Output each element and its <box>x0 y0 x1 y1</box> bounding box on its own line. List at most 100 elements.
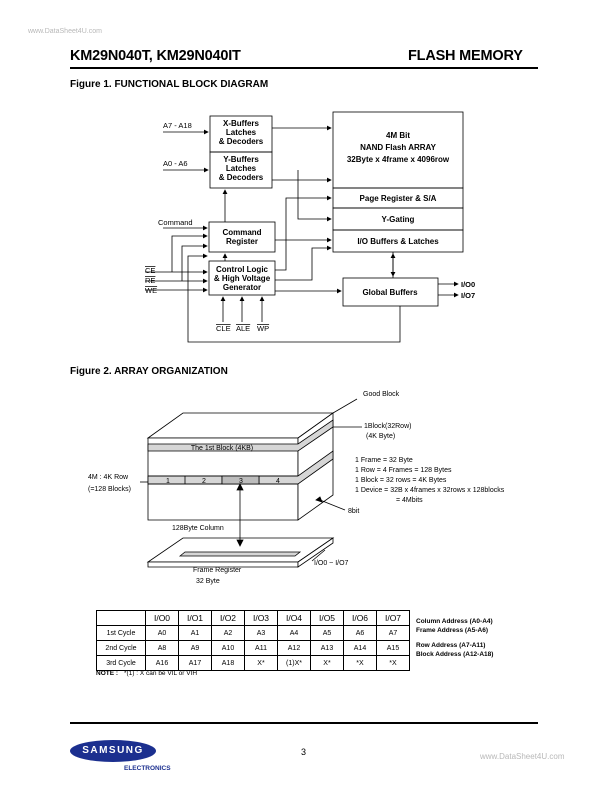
array-organization-diagram: Good Block 1Block(32Row) (4K Byte) The 1… <box>88 391 505 585</box>
y-gating-label: Y-Gating <box>382 215 415 224</box>
array-line2: NAND Flash ARRAY <box>360 143 437 152</box>
table-cell: A4 <box>277 625 311 641</box>
re-signal-label: RE <box>145 276 155 285</box>
table-cell: A2 <box>211 625 245 641</box>
definition-device-total: = 4Mbits <box>396 497 423 504</box>
table-cell: X* <box>310 655 344 671</box>
bits-label: 8bit <box>348 508 359 515</box>
watermark-bottom: www.DataSheet4U.com <box>480 752 565 761</box>
figure1-title: Figure 1. FUNCTIONAL BLOCK DIAGRAM <box>70 79 269 90</box>
x-buffers-line3: & Decoders <box>219 137 264 146</box>
table-cell: *X <box>376 655 410 671</box>
footer-rule <box>70 722 538 724</box>
address-low-label: A0 - A6 <box>163 159 188 168</box>
page-number: 3 <box>301 747 307 757</box>
table-header-cell: I/O2 <box>211 610 245 626</box>
frame-size-label: 32 Byte <box>196 578 220 585</box>
note-label: NOTE : <box>96 670 119 677</box>
table-cell: A18 <box>211 655 245 671</box>
frame-register-label: Frame Register <box>193 567 242 574</box>
table-cell: A5 <box>310 625 344 641</box>
frame-2-label: 2 <box>202 478 206 485</box>
wp-signal-label: WP <box>257 324 269 333</box>
frame-address-label: Frame Address (A5-A6) <box>416 627 489 634</box>
cle-signal-label: CLE <box>216 324 231 333</box>
y-buffers-line2: Latches <box>226 164 257 173</box>
figure2-title: Figure 2. ARRAY ORGANIZATION <box>70 366 228 377</box>
address-high-label: A7 - A18 <box>163 121 192 130</box>
y-buffers-line3: & Decoders <box>219 173 264 182</box>
block-size-label-line1: 1Block(32Row) <box>364 423 411 430</box>
table-cell: A8 <box>145 640 179 656</box>
ale-signal-label: ALE <box>236 324 250 333</box>
control-logic-line2: & High Voltage <box>214 274 271 283</box>
column-label: 128Byte Column <box>172 525 224 532</box>
table-cell: A11 <box>244 640 278 656</box>
table-cell: A3 <box>244 625 278 641</box>
definition-row: 1 Row = 4 Frames = 128 Bytes <box>355 467 452 474</box>
table-header-cell: I/O0 <box>145 610 179 626</box>
electronics-label: ELECTRONICS <box>124 765 171 772</box>
functional-block-diagram: X-Buffers Latches & Decoders Y-Buffers L… <box>145 111 475 343</box>
table-cell: A16 <box>145 655 179 671</box>
y-buffers-line1: Y-Buffers <box>223 155 259 164</box>
table-cell: (1)X* <box>277 655 311 671</box>
table-row: 2nd Cycle A8 A9 A10 A11 A12 A13 A14 A15 <box>96 640 410 656</box>
header-rule <box>70 67 538 69</box>
x-buffers-line2: Latches <box>226 128 257 137</box>
row-address-label: Row Address (A7-A11) <box>416 642 486 649</box>
block-size-label-line2: (4K Byte) <box>366 433 395 440</box>
samsung-logo <box>70 740 156 762</box>
page-register-label: Page Register & S/A <box>360 194 437 203</box>
control-logic-line1: Control Logic <box>216 265 269 274</box>
document-part-numbers: KM29N040T, KM29N040IT <box>70 48 241 64</box>
definition-frame: 1 Frame = 32 Byte <box>355 457 413 464</box>
watermark-top: www.DataSheet4U.com <box>28 28 102 35</box>
array-line3: 32Byte x 4frame x 4096row <box>347 155 450 164</box>
table-cell: A1 <box>178 625 212 641</box>
table-cell: A17 <box>178 655 212 671</box>
x-buffers-line1: X-Buffers <box>223 119 260 128</box>
samsung-logo-text: SAMSUNG <box>82 745 144 756</box>
block-address-label: Block Address (A12-A18) <box>416 651 494 658</box>
table-cell: A10 <box>211 640 245 656</box>
table-cell: A13 <box>310 640 344 656</box>
table-cell: *X <box>343 655 377 671</box>
command-register-line1: Command <box>222 228 261 237</box>
table-row: 3rd Cycle A16 A17 A18 X* (1)X* X* *X *X <box>96 655 410 671</box>
io-range-label: I/O0 ~ I/O7 <box>314 560 349 567</box>
table-header-cell <box>96 610 146 626</box>
table-cell: A14 <box>343 640 377 656</box>
io-buffers-label: I/O Buffers & Latches <box>357 237 439 246</box>
global-buffers-label: Global Buffers <box>362 288 418 297</box>
table-cell: A7 <box>376 625 410 641</box>
table-cell: A9 <box>178 640 212 656</box>
document-category: FLASH MEMORY <box>408 48 523 64</box>
frame-1-label: 1 <box>166 478 170 485</box>
good-block-label: Good Block <box>363 391 400 398</box>
definition-block: 1 Block = 32 rows = 4K Bytes <box>355 477 447 484</box>
frame-3-label: 3 <box>239 478 243 485</box>
table-cell: A15 <box>376 640 410 656</box>
table-cell: 1st Cycle <box>96 625 146 641</box>
table-header-row: I/O0 I/O1 I/O2 I/O3 I/O4 I/O5 I/O6 I/O7 <box>96 610 410 626</box>
table-header-cell: I/O4 <box>277 610 311 626</box>
io7-label: I/O7 <box>461 291 475 300</box>
table-header-cell: I/O7 <box>376 610 410 626</box>
table-row: 1st Cycle A0 A1 A2 A3 A4 A5 A6 A7 <box>96 625 410 641</box>
frame-4-label: 4 <box>276 478 280 485</box>
table-cell: X* <box>244 655 278 671</box>
address-cycle-table: I/O0 I/O1 I/O2 I/O3 I/O4 I/O5 I/O6 I/O7 … <box>96 610 410 671</box>
column-address-label: Column Address (A0-A4) <box>416 618 493 625</box>
table-header-cell: I/O5 <box>310 610 344 626</box>
command-register-line2: Register <box>226 237 258 246</box>
table-header-cell: I/O6 <box>343 610 377 626</box>
table-cell: A12 <box>277 640 311 656</box>
table-header-cell: I/O3 <box>244 610 278 626</box>
blocks-label-line2: (=128 Blocks) <box>88 486 131 493</box>
we-signal-label: WE <box>145 286 157 295</box>
blocks-label-line1: 4M : 4K Row <box>88 474 129 481</box>
first-block-label: The 1st Block (4KB) <box>191 445 253 452</box>
control-logic-line3: Generator <box>223 283 261 292</box>
note-text: *(1) : X can be VIL or VIH <box>124 670 198 677</box>
